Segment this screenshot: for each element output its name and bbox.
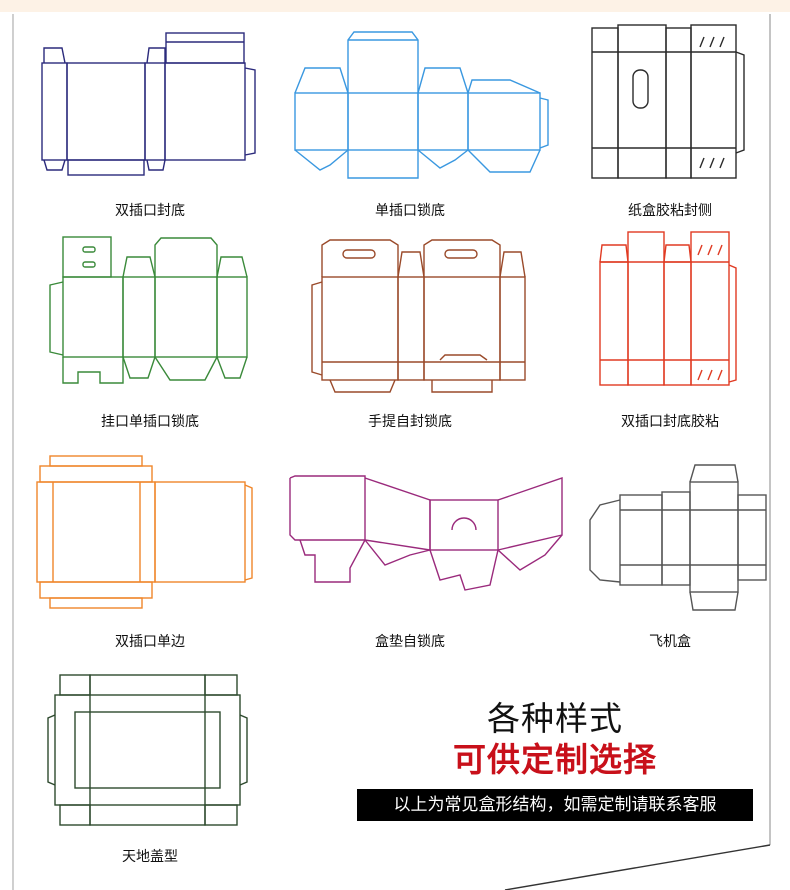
box-label-1: 双插口封底: [115, 203, 185, 219]
dieline-double-tuck-glued: [599, 231, 737, 386]
dieline-handle-lock-bottom: [311, 239, 526, 393]
box-label-8: 盒垫自锁底: [375, 634, 445, 650]
box-label-3: 纸盒胶粘封侧: [628, 203, 712, 219]
dieline-glued-side: [591, 24, 745, 179]
box-label-9: 飞机盒: [649, 634, 691, 650]
promo-title: 各种样式: [487, 699, 623, 738]
dieline-mailer-box: [589, 464, 767, 611]
card-frame: [12, 14, 771, 890]
box-label-2: 单插口锁底: [375, 203, 445, 219]
box-label-7: 双插口单边: [115, 634, 185, 650]
top-band: [0, 0, 790, 12]
promo-subtitle: 可供定制选择: [453, 740, 657, 779]
dieline-lid-base-box: [47, 674, 248, 826]
dieline-double-tuck-end: [41, 32, 256, 176]
dieline-single-tuck-lock-bottom: [294, 31, 549, 179]
dieline-tray-lock-bottom: [289, 475, 563, 591]
dieline-double-tuck-single-side: [36, 455, 253, 609]
box-label-4: 挂口单插口锁底: [101, 414, 199, 430]
promo-note-bar: 以上为常见盒形结构，如需定制请联系客服: [357, 789, 753, 821]
box-label-5: 手提自封锁底: [368, 414, 452, 430]
dieline-hanger-tuck-lock: [49, 236, 248, 384]
box-label-10: 天地盖型: [122, 849, 178, 865]
box-label-6: 双插口封底胶粘: [621, 414, 719, 430]
